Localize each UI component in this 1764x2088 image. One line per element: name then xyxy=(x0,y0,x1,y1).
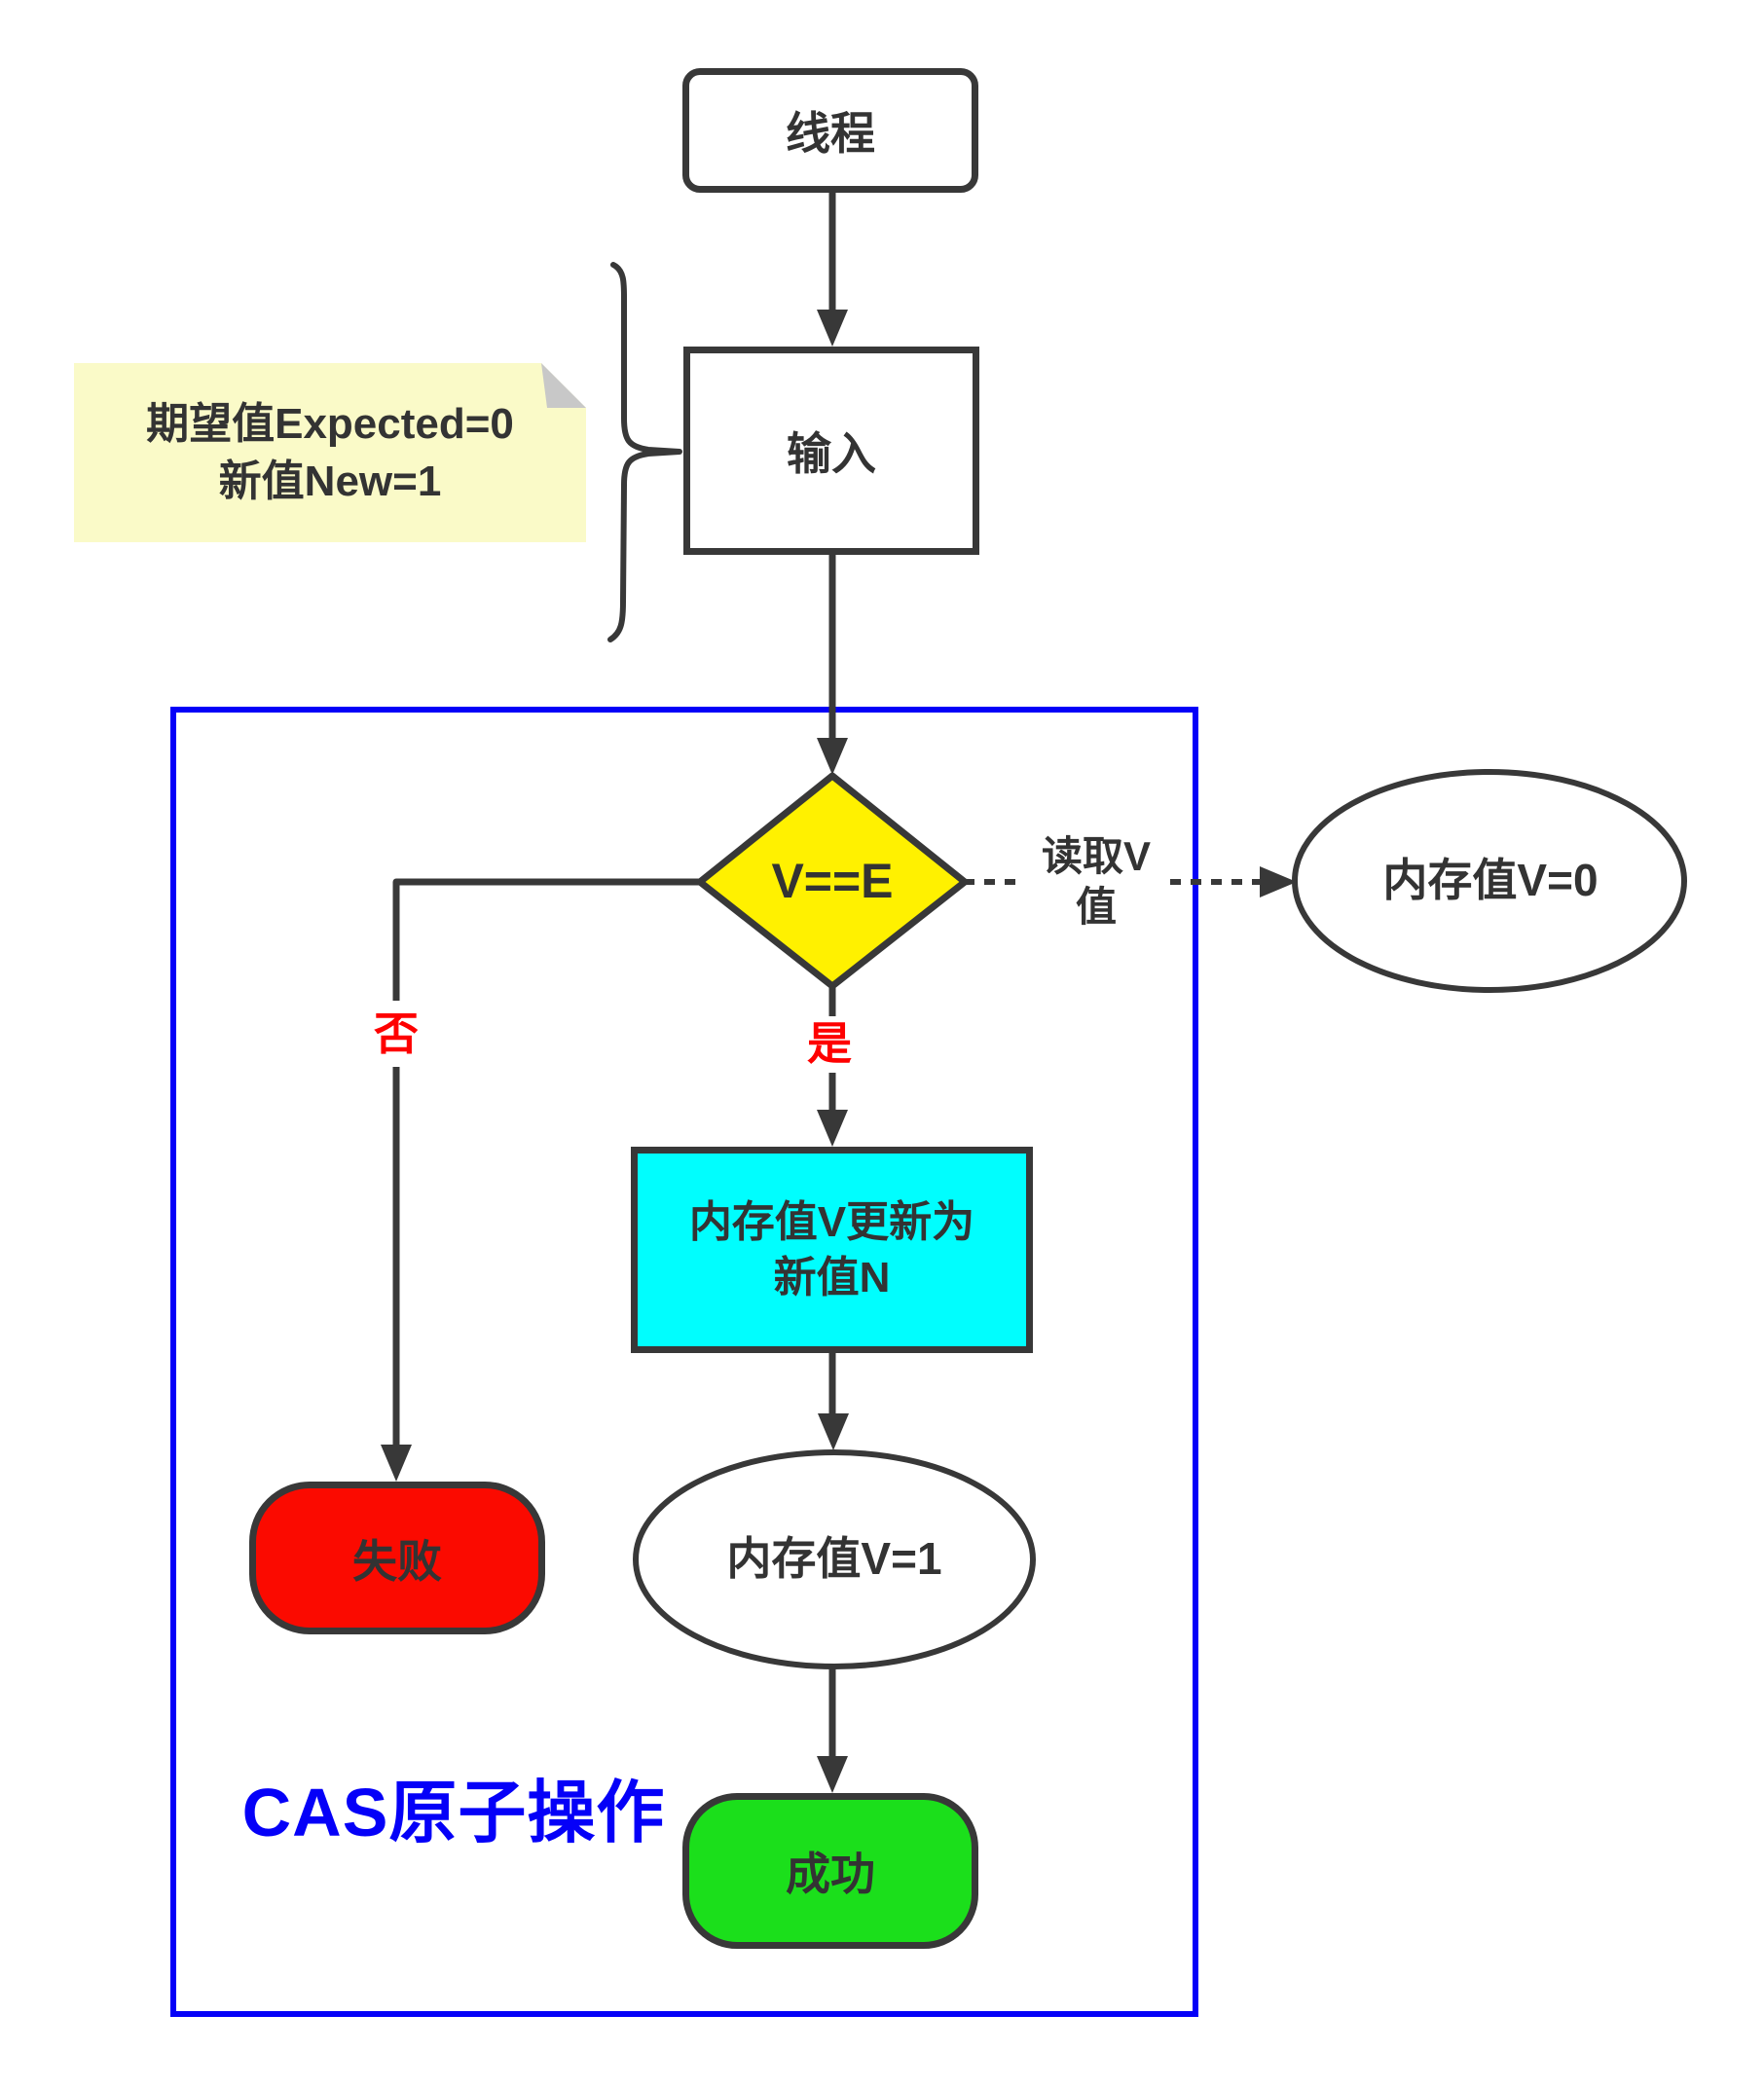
sticky-note: 期望值Expected=0 新值New=1 xyxy=(74,363,586,542)
arrowhead-no-to-fail xyxy=(381,1445,412,1482)
yes-label: 是 xyxy=(807,1018,852,1070)
cas-container xyxy=(170,707,1198,2017)
curly-brace xyxy=(607,262,682,642)
memory-v0-label: 内存值V=0 xyxy=(1382,855,1599,906)
note-fold-corner xyxy=(541,363,586,408)
note-line-2: 新值New=1 xyxy=(218,458,442,505)
success-node: 成功 xyxy=(682,1793,978,1949)
update-line-1: 内存值V更新为 xyxy=(688,1197,975,1246)
input-label: 输入 xyxy=(787,428,876,479)
thread-node: 线程 xyxy=(682,68,978,193)
arrowhead-thread-to-input xyxy=(817,310,848,347)
arrowhead-update-to-v1 xyxy=(818,1413,849,1450)
read-v-label: 读取V值 xyxy=(1041,832,1151,931)
arrowhead-input-to-decision xyxy=(817,738,848,775)
memory-v0-ellipse xyxy=(1292,769,1687,993)
input-node: 输入 xyxy=(683,347,979,555)
no-line-upper xyxy=(392,878,700,1001)
arrowhead-yes-to-update xyxy=(817,1110,848,1147)
fail-label: 失败 xyxy=(352,1535,442,1587)
memory-v1-label: 内存值V=1 xyxy=(726,1533,942,1585)
no-label: 否 xyxy=(374,1008,419,1060)
note-line-1: 期望值Expected=0 xyxy=(146,399,514,448)
thread-label: 线程 xyxy=(786,108,875,159)
arrowhead-v1-to-success xyxy=(817,1756,848,1793)
decision-label: V==E xyxy=(771,853,894,908)
cas-title: CAS原子操作 xyxy=(241,1775,666,1851)
arrowhead-read-v xyxy=(1260,866,1297,897)
update-node: 内存值V更新为 新值N xyxy=(631,1147,1033,1353)
update-line-2: 新值N xyxy=(773,1254,891,1301)
fail-node: 失败 xyxy=(249,1482,545,1634)
success-label: 成功 xyxy=(786,1849,875,1899)
